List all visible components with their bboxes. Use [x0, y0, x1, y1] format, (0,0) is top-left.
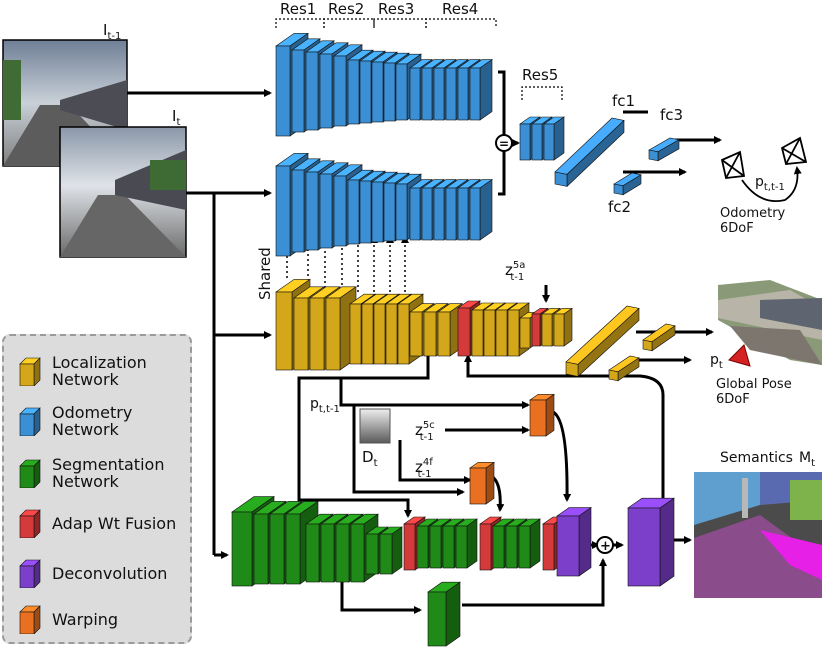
warping-block-2: [469, 461, 495, 505]
legend-item-fusion: Adap Wt Fusion: [18, 508, 177, 539]
legend-label: Adap Wt Fusion: [52, 513, 177, 533]
label-res5: Res5: [522, 66, 558, 84]
label-shared: Shared: [256, 247, 274, 300]
legend-cube-icon: [19, 407, 41, 437]
label-odometry-dof: 6DoF: [720, 221, 754, 236]
fc2-block: [613, 172, 642, 196]
legend-swatch-fusion: [18, 508, 42, 539]
input-image-curr: [59, 126, 187, 258]
legend-label: Localization: [52, 353, 147, 372]
localization-block-c-1: [553, 307, 573, 347]
label-d-t: Dt: [362, 448, 378, 469]
label-p-t: pt: [710, 352, 723, 371]
fc3-block: [648, 137, 680, 162]
legend-label: Segmentation: [52, 455, 165, 474]
point-cloud-image: [718, 280, 822, 365]
legend-label: Warping: [52, 609, 119, 629]
label-p-rel-odometry: pt,t-1: [755, 174, 785, 193]
legend-cube-icon: [19, 509, 41, 539]
legend-label: Odometry: [52, 403, 133, 422]
legend-cube-icon: [19, 459, 41, 489]
localization-fc-block: [565, 305, 640, 378]
legend-cube-icon: [19, 605, 41, 635]
odometry-res5-2: [543, 116, 565, 161]
legend-label-2: Network: [52, 420, 119, 439]
label-i-prev: It-1: [103, 21, 121, 42]
localization-fc3-block: [642, 323, 676, 352]
svg-text:+: +: [600, 539, 611, 554]
segmentation-block-c-2: [518, 518, 541, 569]
legend-label-2: Network: [52, 472, 119, 491]
localization-block-3: [325, 286, 357, 371]
localization-fc2-block: [608, 355, 640, 382]
legend-swatch-localization: [18, 356, 42, 387]
label-global-pose-dof: 6DoF: [716, 392, 750, 407]
label-res2: Res2: [328, 0, 364, 18]
label-fc1: fc1: [612, 92, 635, 110]
odometry-block-bottom-15: [469, 179, 493, 241]
label-res1: Res1: [280, 0, 316, 18]
label-p-rel: pt,t-1: [310, 396, 340, 415]
odometry-block-top-15: [469, 59, 493, 121]
label-global-pose: Global Pose: [716, 377, 792, 392]
legend-swatch-deconvolution: [18, 558, 42, 589]
connections: [127, 70, 722, 614]
segmentation-block-b-3: [455, 518, 478, 569]
res-brackets: [275, 18, 563, 100]
legend-item-deconvolution: Deconvolution: [18, 558, 168, 589]
depth-image: [359, 408, 391, 444]
camera-frustums-icon: [720, 136, 808, 202]
semantics-image: [694, 472, 822, 598]
legend-label: Deconvolution: [52, 563, 168, 583]
segmentation-block-9: [379, 526, 403, 575]
deconvolution-block-1: [556, 507, 592, 577]
warping-block-1: [529, 393, 555, 437]
concat-node: =: [495, 134, 513, 152]
deconvolution-block-2: [627, 497, 675, 587]
fc1-block: [554, 117, 625, 188]
global-pose-icon: [728, 344, 751, 367]
legend-label-2: Network: [52, 370, 119, 389]
network-blocks: [231, 32, 680, 647]
segmentation-skip-block: [427, 581, 461, 647]
sum-node: +: [596, 536, 614, 554]
legend-cube-icon: [19, 559, 41, 589]
legend-cube-icon: [19, 357, 41, 387]
label-fc3: fc3: [660, 106, 683, 124]
legend-swatch-odometry: [18, 406, 42, 437]
legend-swatch-segmentation: [18, 458, 42, 489]
svg-text:=: =: [499, 137, 509, 151]
label-res3: Res3: [378, 0, 414, 18]
label-fc2: fc2: [608, 198, 631, 216]
legend-item-warping: Warping: [18, 604, 119, 635]
label-res4: Res4: [442, 0, 478, 18]
label-odometry: Odometry: [720, 206, 786, 221]
label-i-curr: It: [172, 107, 180, 128]
legend-swatch-warping: [18, 604, 42, 635]
